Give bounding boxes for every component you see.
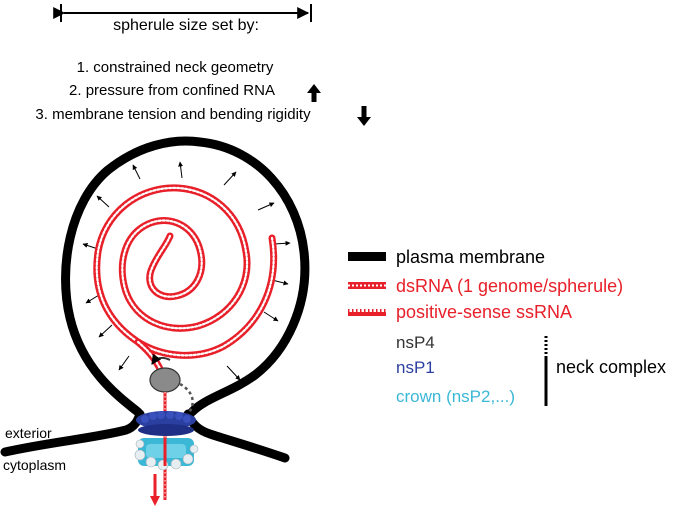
legend-label-crown: crown (nsP2,...): [396, 387, 515, 406]
legend-symbol-dsrna: [348, 282, 386, 289]
legend-label-ssrna: positive-sense ssRNA: [396, 302, 572, 322]
legend-label-membrane: plasma membrane: [396, 247, 545, 267]
nsp4-tether: [179, 382, 194, 415]
size-dimension-arrow: [53, 4, 312, 22]
factor-3: 3. membrane tension and bending rigidity: [35, 106, 311, 123]
legend-symbol-membrane: [348, 252, 386, 261]
rna-exit-arrow-icon: [150, 474, 160, 506]
pressure-arrows: [82, 161, 291, 381]
down-arrow-icon: [357, 106, 371, 126]
nsp1-ring: [136, 411, 196, 436]
legend-symbol-ssrna: [348, 309, 386, 316]
legend-label-nsp4: nsP4: [396, 333, 435, 352]
factor-1: 1. constrained neck geometry: [77, 59, 274, 76]
dsrna-spiral: [93, 184, 278, 382]
factor-2: 2. pressure from confined RNA: [69, 82, 275, 99]
neck-complex-label: neck complex: [556, 357, 666, 377]
nsp4-polymerase: [149, 353, 181, 393]
header-title: spherule size set by:: [113, 17, 259, 34]
up-arrow-icon: [307, 84, 321, 102]
exterior-label: exterior: [5, 425, 52, 441]
legend: plasma membrane dsRNA (1 genome/spherule…: [348, 247, 666, 406]
cytoplasm-label: cytoplasm: [3, 457, 66, 473]
legend-label-nsp1: nsP1: [396, 358, 435, 377]
legend-label-dsrna: dsRNA (1 genome/spherule): [396, 276, 623, 296]
